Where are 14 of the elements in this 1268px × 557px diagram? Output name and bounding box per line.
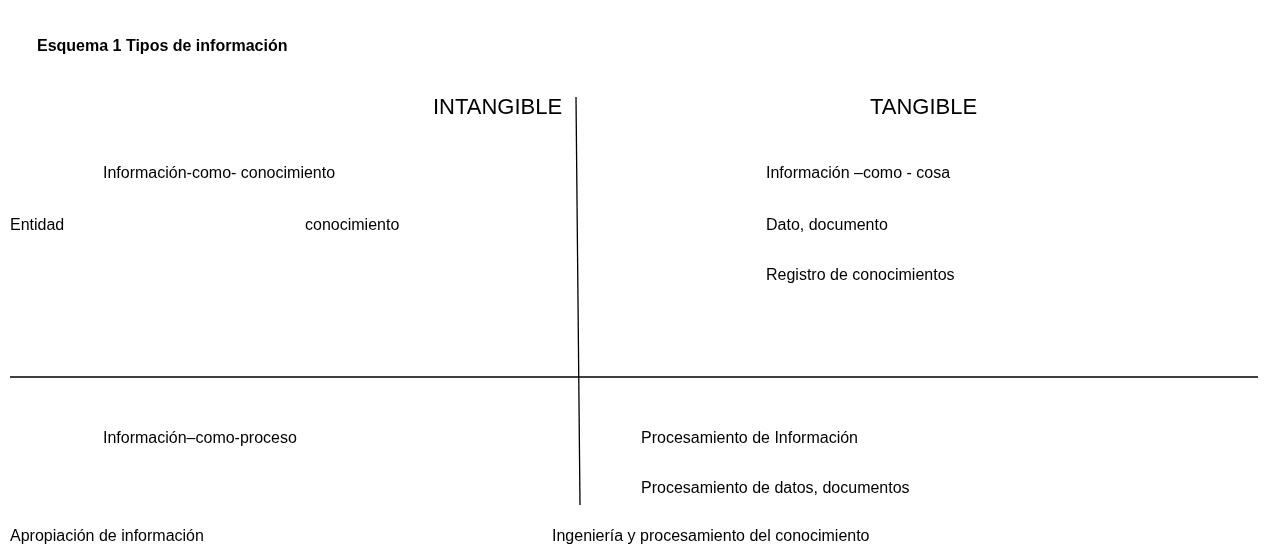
- term-text: Procesamiento de datos, documentos: [641, 478, 910, 498]
- quadrant-heading: Información –como - cosa: [766, 163, 951, 183]
- term-text: Dato, documento: [766, 215, 888, 235]
- term-text: conocimiento: [305, 215, 400, 235]
- column-heading: INTANGIBLE: [433, 94, 563, 120]
- term-text: Registro de conocimientos: [766, 265, 955, 285]
- diagram-title: Esquema 1 Tipos de información: [37, 36, 288, 56]
- term-text: Entidad: [10, 215, 65, 235]
- term-text: Apropiación de información: [10, 526, 204, 546]
- column-heading: TANGIBLE: [870, 94, 978, 120]
- quadrant-heading: Información–como-proceso: [103, 428, 297, 448]
- term-text: Procesamiento de Información: [641, 428, 858, 448]
- term-text: Ingeniería y procesamiento del conocimiento: [552, 526, 870, 546]
- quadrant-heading: Información-como- conocimiento: [103, 163, 336, 183]
